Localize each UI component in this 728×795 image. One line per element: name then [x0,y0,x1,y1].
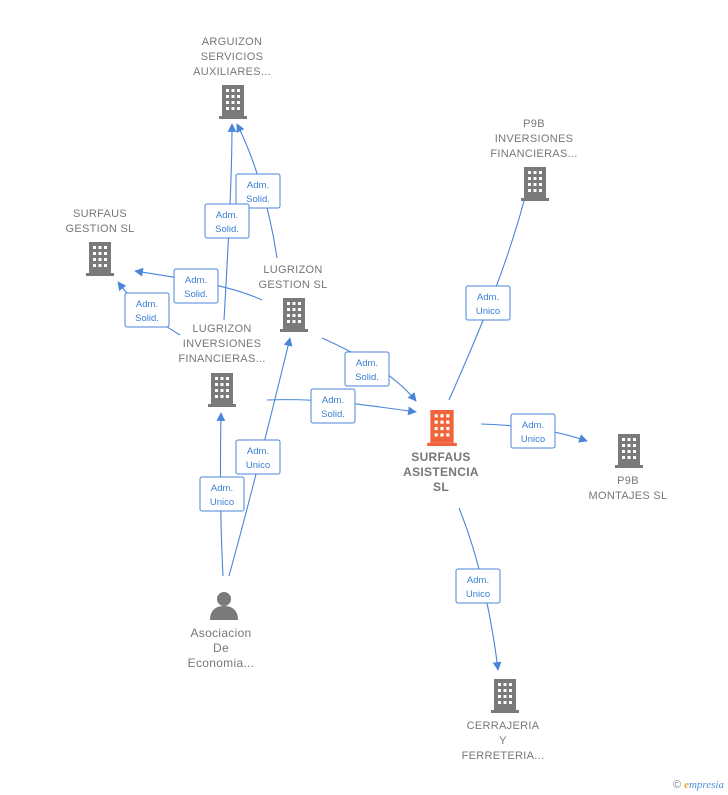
edge-label-line-2: Solid. [135,313,159,324]
node-lugrizon-inversiones[interactable]: LUGRIZON INVERSIONES FINANCIERAS... [178,323,265,407]
node-label-line: P9B [617,475,639,487]
node-label-line: De [213,641,229,655]
edge-label-line-2: Solid. [184,289,208,300]
building-icon [219,85,247,119]
building-icon [491,679,519,713]
building-icon [280,298,308,332]
edge-label-line-2: Unico [246,460,270,471]
edge-label-line-1: Adm. [216,210,238,221]
edge-label: Adm. Solid. [344,351,390,387]
node-label-line: SURFAUS [73,208,127,220]
node-label-line: INVERSIONES [183,338,262,350]
edge-label: Adm. Unico [465,285,511,321]
node-label-line: FINANCIERAS... [178,353,265,365]
edge-label-line-2: Solid. [321,409,345,420]
brand-name: mpresia [688,779,724,791]
edge-label-line-2: Unico [466,589,490,600]
node-label-line: LUGRIZON [263,264,322,276]
building-icon [427,410,457,446]
node-cerrajeria[interactable]: CERRAJERIA Y FERRETERIA... [462,679,545,762]
node-surfaus-asistencia[interactable]: SURFAUS ASISTENCIA SL [403,410,479,494]
edge-label: Adm. Solid. [173,268,219,304]
edge-label: Adm. Unico [235,439,281,475]
edge-label-line-2: Solid. [215,224,239,235]
edge-label-line-2: Unico [476,306,500,317]
node-label-line: GESTION SL [258,279,327,291]
edge-label: Adm. Solid. [235,173,281,209]
copyright-icon: © [672,779,681,791]
node-label-line: CERRAJERIA [467,720,540,732]
node-label-line: FERRETERIA... [462,750,545,762]
edge-label: Adm. Solid. [204,203,250,239]
brand-logo[interactable]: empresia [684,779,724,791]
edge-label-line-1: Adm. [211,483,233,494]
node-label-line: Y [499,735,507,747]
node-label-line: P9B [523,118,545,130]
building-icon [521,167,549,201]
node-label-line: LUGRIZON [192,323,251,335]
edge-label-line-2: Solid. [246,194,270,205]
building-icon [208,373,236,407]
edge-label: Adm. Unico [199,476,245,512]
edge-label-line-2: Unico [521,434,545,445]
node-label-line: ARGUIZON [202,36,262,48]
brand-initial: e [684,779,689,791]
edge-label: Adm. Solid. [124,292,170,328]
node-label-line: SL [433,480,449,494]
nodes: ARGUIZON SERVICIOS AUXILIARES... P9B INV… [65,36,667,762]
node-p9b-inversiones[interactable]: P9B INVERSIONES FINANCIERAS... [490,118,577,201]
node-p9b-montajes[interactable]: P9B MONTAJES SL [589,434,668,502]
node-label-line: FINANCIERAS... [490,148,577,160]
edge-label-line-2: Unico [210,497,234,508]
copyright-footer: © empresia [673,779,724,791]
node-label-line: ASISTENCIA [403,465,479,479]
node-arguizon[interactable]: ARGUIZON SERVICIOS AUXILIARES... [193,36,271,119]
building-icon [86,242,114,276]
node-label-line: SURFAUS [411,450,470,464]
node-label-line: Economia... [188,656,255,670]
building-icon [615,434,643,468]
edge-label-line-1: Adm. [467,575,489,586]
edge-label-line-1: Adm. [322,395,344,406]
node-surfaus-gestion[interactable]: SURFAUS GESTION SL [65,208,134,276]
node-asociacion[interactable]: Asociacion De Economia... [188,592,255,670]
edge-label-line-1: Adm. [247,180,269,191]
edge-label-line-1: Adm. [477,292,499,303]
person-icon [210,592,238,620]
edge-label: Adm. Unico [455,568,501,604]
node-label-line: Asociacion [190,626,251,640]
node-label-line: GESTION SL [65,223,134,235]
edge-label-line-1: Adm. [247,446,269,457]
node-label-line: MONTAJES SL [589,490,668,502]
edge-label-line-1: Adm. [185,275,207,286]
edge-label-line-1: Adm. [356,358,378,369]
node-label-line: INVERSIONES [495,133,574,145]
node-label-line: AUXILIARES... [193,66,271,78]
edge-label-line-2: Solid. [355,372,379,383]
edge-label: Adm. Solid. [310,388,356,424]
edge-label: Adm. Unico [510,413,556,449]
edge-label-line-1: Adm. [136,299,158,310]
edge-labels: Adm. Solid. Adm. Solid. Adm. Solid. Adm.… [124,173,556,604]
edge-label-line-1: Adm. [522,420,544,431]
node-label-line: SERVICIOS [201,51,263,63]
node-lugrizon-gestion[interactable]: LUGRIZON GESTION SL [258,264,327,332]
